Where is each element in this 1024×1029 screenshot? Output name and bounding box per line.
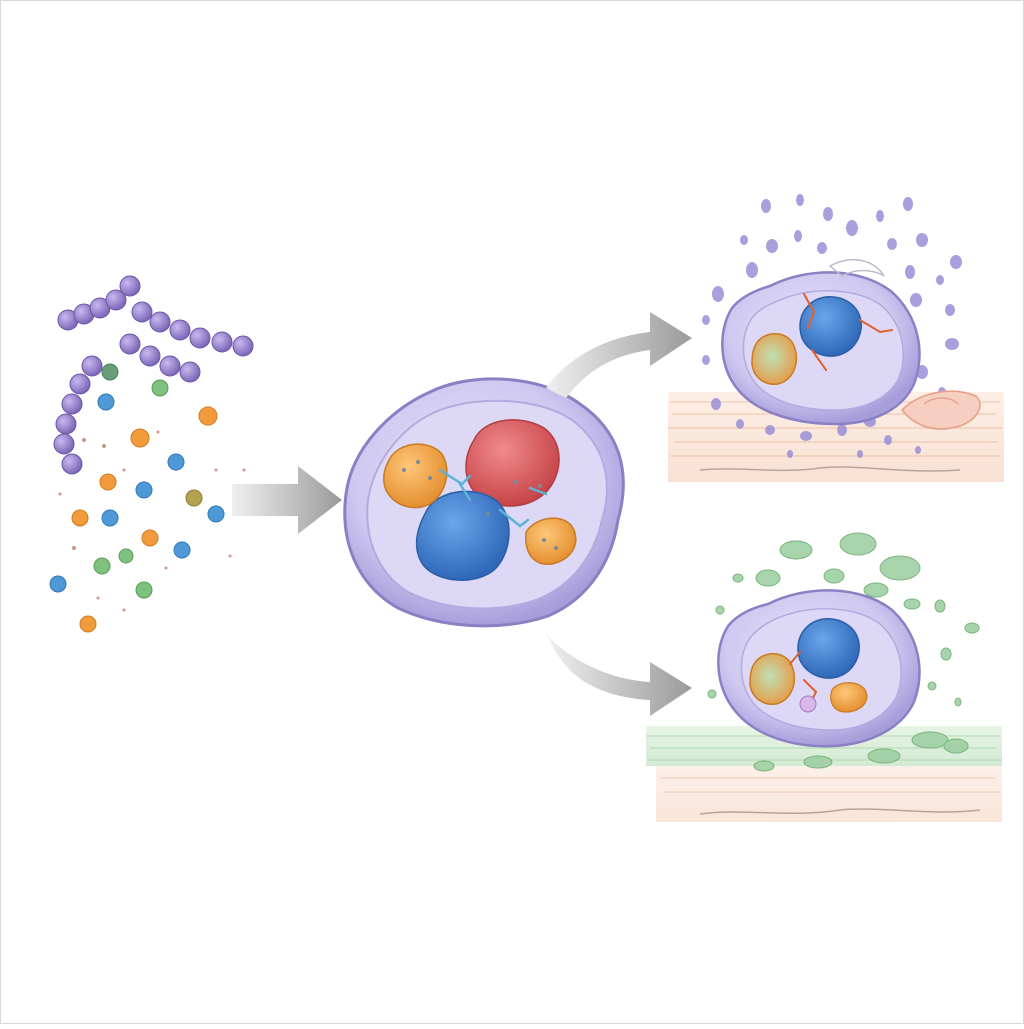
bead-chain-4 <box>53 355 103 475</box>
bead-chain-2 <box>131 301 254 357</box>
nucleus <box>415 490 510 581</box>
colored-particles <box>49 379 225 633</box>
activated-cell <box>343 377 625 628</box>
outcome-bottom-cell <box>717 589 921 748</box>
orange-granule-right <box>525 517 577 565</box>
outcome-bottom-nucleus <box>797 618 860 679</box>
outcome-top-nucleus <box>799 296 862 357</box>
outcome-top-cell <box>721 258 921 426</box>
outcome-bottom-granule <box>749 653 796 705</box>
receptor-links <box>438 468 548 528</box>
green-particle-release <box>707 532 980 772</box>
stimulus-panel <box>49 275 254 633</box>
straight-arrow <box>232 466 342 534</box>
curved-arrow-down <box>546 634 692 716</box>
outcome-bottom-small-granule <box>830 682 868 713</box>
granule-dots <box>402 460 558 550</box>
vesicle <box>799 695 817 713</box>
outcome-top-panel <box>668 194 1004 482</box>
curved-arrow-up <box>546 312 692 398</box>
red-granule <box>465 419 560 507</box>
bead-chain-1 <box>57 275 141 331</box>
bead-chain-3 <box>119 333 201 383</box>
outcome-top-granule <box>751 333 798 385</box>
small-debris <box>58 430 246 612</box>
damaged-fragment <box>900 390 981 430</box>
purple-particle-release <box>702 194 962 458</box>
green-bead <box>101 363 119 381</box>
outcome-bottom-panel <box>646 532 1002 822</box>
orange-granule-left <box>383 443 448 509</box>
